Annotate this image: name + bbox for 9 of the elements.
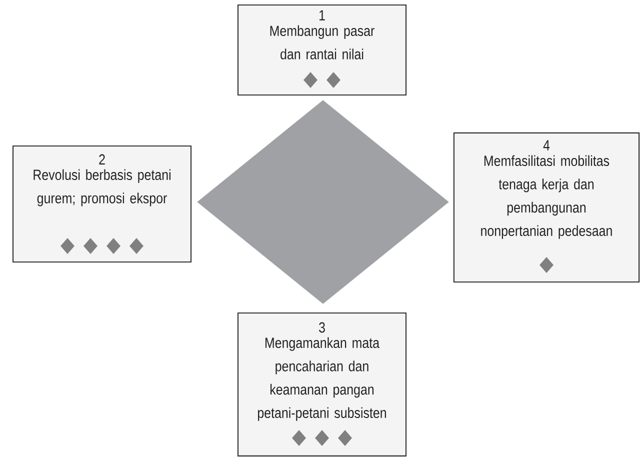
box-text: Membangun pasar dan rantai nilai xyxy=(270,25,374,60)
box-text: Memfasilitasi mobilitas tenaga kerja dan pembangunan nonpertanian pedesaan xyxy=(481,155,612,239)
box-number: 2 xyxy=(99,154,105,164)
box-number: 1 xyxy=(319,10,325,20)
box-text: Mengamankan mata pencaharian dan keamanan pangan petani-petani subsisten xyxy=(258,337,386,421)
box-text: Revolusi berbasis petani gurem; promosi ekspor xyxy=(34,169,170,206)
box-number: 4 xyxy=(543,140,550,150)
center-diamond xyxy=(197,100,449,304)
box-number: 3 xyxy=(319,322,325,333)
